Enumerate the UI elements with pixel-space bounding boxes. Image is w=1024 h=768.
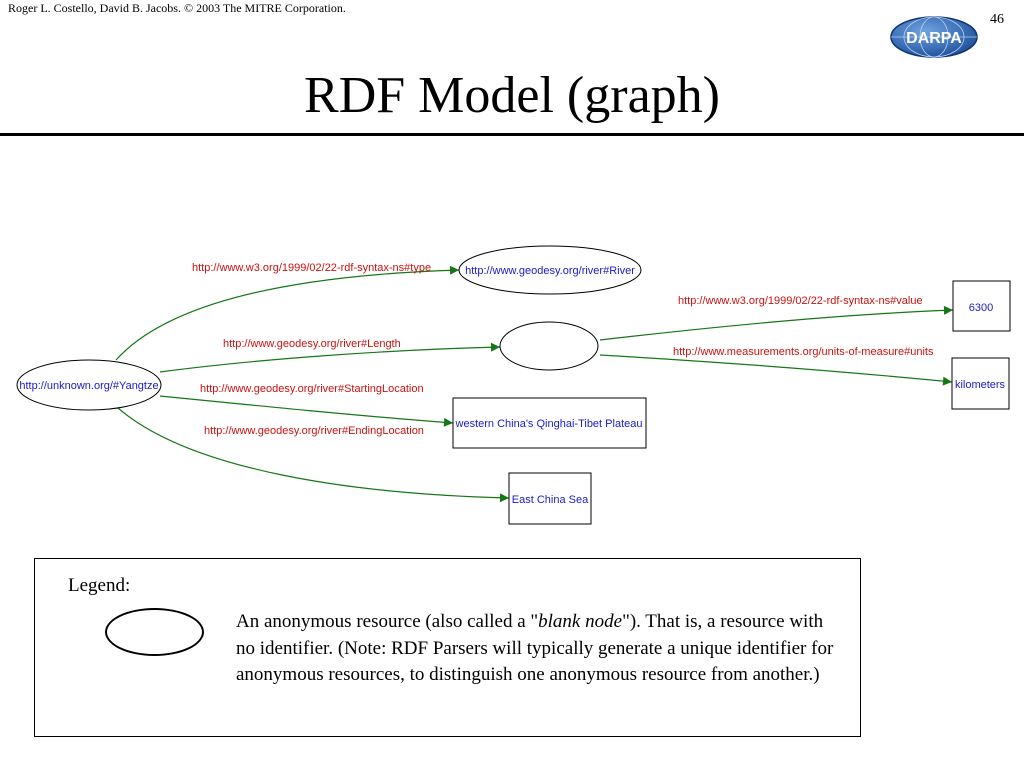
title-divider <box>0 133 1024 136</box>
legend-description: An anonymous resource (also called a "bl… <box>236 609 836 689</box>
rdf-graph: http://www.w3.org/1999/02/22-rdf-syntax-… <box>16 245 1011 525</box>
edge-type <box>115 265 460 361</box>
node-kilometers <box>951 357 1010 410</box>
edge-label-type: http://www.w3.org/1999/02/22-rdf-syntax-… <box>192 262 431 274</box>
node-label-kilometers: kilometers <box>955 379 1006 391</box>
node-east-china-sea <box>508 472 592 525</box>
edge-label-units: http://www.measurements.org/units-of-mea… <box>673 346 934 358</box>
edge-ending-location <box>117 407 510 503</box>
slide-title: RDF Model (graph) <box>304 67 720 124</box>
copyright-credit: Roger L. Costello, David B. Jacobs. © 20… <box>8 1 346 15</box>
node-value-6300 <box>952 280 1011 332</box>
node-label-yangtze: http://unknown.org/#Yangtze <box>19 380 158 392</box>
node-label-east-china-sea: East China Sea <box>512 494 589 506</box>
edge-value <box>599 305 954 341</box>
page-number: 46 <box>990 12 1004 27</box>
node-label-6300: 6300 <box>969 302 993 314</box>
node-blank <box>499 321 599 371</box>
legend-box: Legend: An anonymous resource (also call… <box>34 558 861 737</box>
darpa-logo: DARPA <box>890 16 978 58</box>
edge-label-ending-location: http://www.geodesy.org/river#EndingLocat… <box>204 425 424 437</box>
edge-label-value: http://www.w3.org/1999/02/22-rdf-syntax-… <box>678 295 923 307</box>
edge-units <box>599 354 953 386</box>
edge-starting-location <box>159 395 454 427</box>
node-plateau <box>452 397 647 449</box>
legend-text-after: "). That is, a resource with no identifi… <box>236 611 834 685</box>
node-label-river: http://www.geodesy.org/river#River <box>465 265 635 277</box>
darpa-logo-text: DARPA <box>906 30 962 47</box>
legend-text-italic: blank node <box>538 611 623 632</box>
legend-blank-node-ellipse <box>105 608 204 656</box>
legend-title: Legend: <box>68 575 131 596</box>
legend-text-before: An anonymous resource (also called a " <box>236 611 539 632</box>
edge-label-length: http://www.geodesy.org/river#Length <box>223 338 401 350</box>
node-label-plateau: western China's Qinghai-Tibet Plateau <box>455 418 643 430</box>
node-yangtze <box>16 359 162 411</box>
edge-label-starting-location: http://www.geodesy.org/river#StartingLoc… <box>200 383 424 395</box>
node-river <box>458 245 642 295</box>
edge-length <box>159 342 501 373</box>
